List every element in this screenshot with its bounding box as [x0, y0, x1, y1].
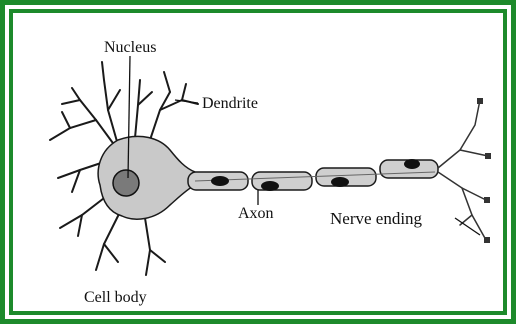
axon-segment [252, 172, 312, 190]
label-dendrite: Dendrite [202, 95, 258, 112]
cell-body [98, 136, 199, 219]
axon [188, 160, 438, 190]
nerve-terminals [477, 98, 491, 243]
nucleus [113, 170, 139, 196]
nerve-ending-branches [438, 100, 488, 240]
label-nerve-ending: Nerve ending [330, 209, 423, 228]
label-axon: Axon [238, 205, 274, 222]
neuron-diagram: Nucleus Dendrite Axon Nerve ending Cell … [13, 13, 503, 311]
leader-lines [128, 56, 480, 235]
label-cell-body: Cell body [84, 289, 147, 306]
label-nucleus: Nucleus [104, 39, 156, 56]
